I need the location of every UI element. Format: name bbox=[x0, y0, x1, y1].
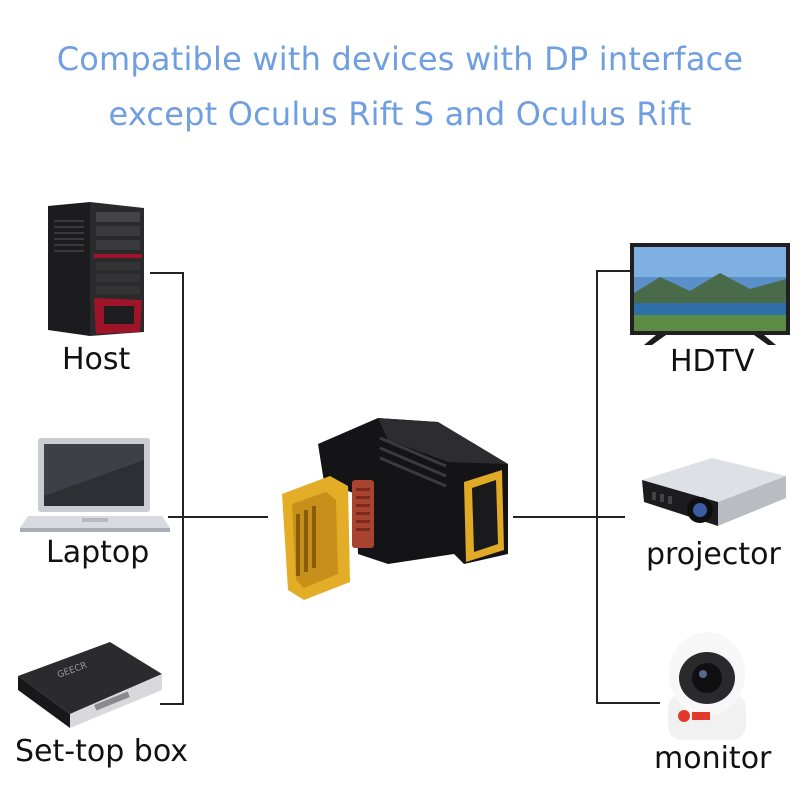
headline-line-1: Compatible with devices with DP interfac… bbox=[56, 40, 744, 78]
displayport-right-angle-adapter-icon bbox=[268, 404, 518, 604]
projector-label: projector bbox=[646, 537, 781, 572]
monitor-label: monitor bbox=[654, 741, 772, 776]
laptop-label: Laptop bbox=[46, 535, 150, 570]
host-label: Host bbox=[62, 342, 131, 377]
hdtv-icon bbox=[630, 243, 790, 345]
left-bracket-middle bbox=[168, 516, 268, 518]
right-bracket-vertical bbox=[596, 270, 598, 703]
security-camera-icon bbox=[662, 628, 752, 740]
hdtv-label: HDTV bbox=[670, 344, 755, 379]
right-bracket-bottom bbox=[596, 702, 660, 704]
headline-line-2: except Oculus Rift S and Oculus Rift bbox=[108, 95, 692, 133]
set-top-box-label: Set-top box bbox=[15, 734, 189, 769]
left-bracket-top bbox=[150, 272, 183, 274]
right-bracket-middle bbox=[513, 516, 625, 518]
right-bracket-top bbox=[597, 270, 632, 272]
desktop-tower-icon bbox=[40, 200, 150, 340]
laptop-icon bbox=[20, 436, 170, 532]
left-bracket-bottom bbox=[160, 703, 184, 705]
left-bracket-vertical bbox=[182, 272, 184, 704]
projector-icon bbox=[632, 436, 790, 534]
set-top-box-icon: GEECR bbox=[14, 638, 164, 730]
